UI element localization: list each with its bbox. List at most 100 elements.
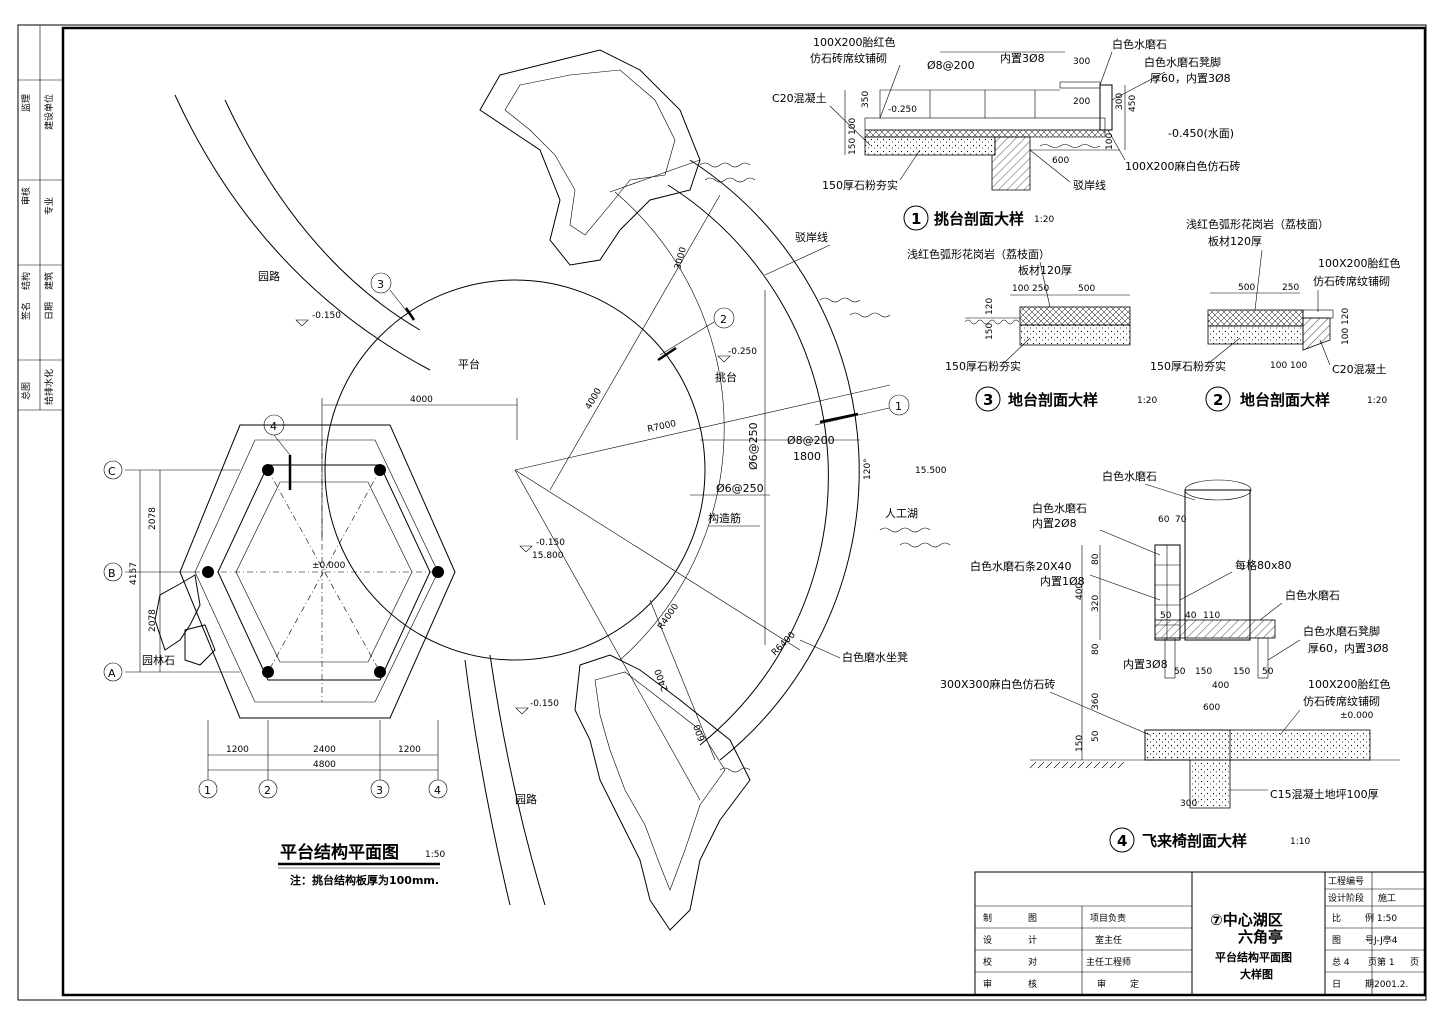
callout: C20混凝土	[772, 91, 827, 105]
dim: 150	[1233, 667, 1250, 677]
tb-cell: 定	[1130, 978, 1139, 990]
dim: 320	[1091, 595, 1101, 612]
tb-cell: 审	[1097, 978, 1106, 990]
tb-cell: 主任工程师	[1086, 956, 1131, 968]
callout: 150厚石粉夯实	[945, 359, 1021, 373]
column	[374, 464, 386, 476]
strip-text: 给排水化	[43, 369, 55, 405]
callout: 白色水磨石凳脚	[1144, 55, 1221, 69]
drawing-name: 大样图	[1240, 967, 1273, 981]
tb-cell: 期2001.2.	[1365, 979, 1408, 990]
dim: 400	[1075, 583, 1085, 600]
label-bench: 白色磨水坐凳	[842, 650, 908, 664]
dim: 2400	[313, 745, 336, 755]
dim: R6400	[770, 630, 798, 658]
dim: R7000	[647, 419, 678, 435]
platform-circle	[324, 279, 706, 661]
inner-border	[61, 26, 1427, 997]
dim: 250	[1282, 283, 1299, 293]
marker-number: 2	[720, 313, 727, 326]
rebar-spec: Ø8@200	[787, 434, 835, 447]
tb-cell: 审	[983, 978, 992, 990]
title-block: 制 图 项目负责 设 计 室主任 校 对 主任工程师 审 核 审 定 ⑦中心湖区…	[974, 871, 1426, 996]
callout: 300X300麻白色仿石砖	[940, 677, 1056, 691]
column	[262, 464, 274, 476]
tb-cell: 校	[983, 956, 992, 968]
marker-number: 4	[270, 420, 277, 433]
axis-number: 2	[264, 784, 271, 797]
dim: 300	[1180, 799, 1197, 809]
dim: 4800	[313, 760, 336, 770]
label-cantilever: 挑台	[715, 370, 737, 384]
dim: 100	[1270, 361, 1287, 371]
axis-number: 1	[204, 784, 211, 797]
plan-scale: 1:50	[425, 850, 445, 860]
section-marker-3	[370, 272, 392, 294]
axis-bubble-a	[103, 662, 123, 682]
column	[202, 566, 214, 578]
tb-cell: 例 1:50	[1365, 912, 1397, 924]
detail-number-1	[903, 205, 929, 231]
dim: 60	[1158, 515, 1170, 525]
tb-cell: 核	[1028, 978, 1037, 990]
detail-scale: 1:20	[1137, 396, 1157, 406]
tb-cell: 工程编号	[1328, 875, 1364, 887]
tb-cell: 设	[983, 935, 992, 946]
strip-text: 审核	[20, 187, 32, 205]
tb-cell: 图	[1028, 913, 1037, 924]
callout: 白色水磨石	[1112, 37, 1167, 51]
elevation: -0.150	[530, 699, 559, 709]
detail-num: 3	[983, 391, 993, 409]
dim: 4157	[129, 562, 139, 585]
dim: 150	[848, 138, 858, 155]
elevation: -0.150	[312, 311, 341, 321]
drawing-name: 平台结构平面图	[1215, 950, 1292, 964]
callout: 内置1Ø8	[1040, 574, 1085, 588]
elevation: -0.450(水面)	[1168, 127, 1234, 140]
dim: 3000	[673, 246, 689, 271]
dim: 600	[1203, 703, 1220, 713]
callout: 驳岸线	[1073, 178, 1106, 192]
garden-path-edge	[464, 659, 511, 906]
detail-num: 1	[911, 210, 921, 228]
callout: 100X200麻白色仿石砖	[1125, 159, 1241, 173]
dim: 50	[1091, 730, 1101, 742]
axis-letter: A	[108, 667, 116, 680]
callout: 厚60，内置3Ø8	[1150, 71, 1231, 85]
marker-number: 1	[895, 400, 902, 413]
detail-title: 地台剖面大样	[1240, 391, 1330, 409]
hexagon-outer	[179, 424, 456, 719]
strip-text: 日期	[44, 302, 55, 320]
project-name: ⑦中心湖区	[1210, 911, 1283, 929]
detail-num: 2	[1213, 391, 1223, 409]
label-garden-path: 园路	[258, 270, 280, 283]
detail-title: 挑台剖面大样	[934, 210, 1024, 228]
dim: 110	[1203, 611, 1220, 621]
elevation: -0.150	[536, 538, 565, 548]
label-platform: 平台	[458, 357, 480, 371]
tb-cell: 页	[1410, 957, 1419, 968]
column-post	[1184, 489, 1251, 641]
dim: 100	[1341, 328, 1351, 345]
strip-text: 专业	[43, 197, 55, 215]
dim: 300	[1073, 57, 1090, 67]
dim: 80	[1091, 643, 1101, 655]
dim: 50	[1174, 667, 1186, 677]
dim: 50	[1160, 611, 1172, 621]
dim: 100	[1105, 133, 1115, 150]
dim: 500	[1078, 284, 1095, 294]
axis-number: 4	[434, 784, 441, 797]
tb-cell: 比	[1332, 912, 1341, 924]
callout: 浅红色弧形花岗岩（荔枝面）	[907, 247, 1050, 261]
dim: 100	[1012, 284, 1029, 294]
callout: 仿石砖席纹铺砌	[810, 51, 887, 65]
rockery	[574, 654, 751, 931]
elevation: -0.250	[728, 347, 757, 357]
callout: Ø8@200	[927, 59, 975, 72]
dim: 2400	[653, 667, 670, 692]
dim-line-4000	[549, 194, 721, 491]
dim: 1800	[793, 450, 821, 463]
callout: 仿石砖席纹铺砌	[1303, 694, 1380, 708]
callout: 白色水磨石条20X40	[970, 559, 1072, 573]
